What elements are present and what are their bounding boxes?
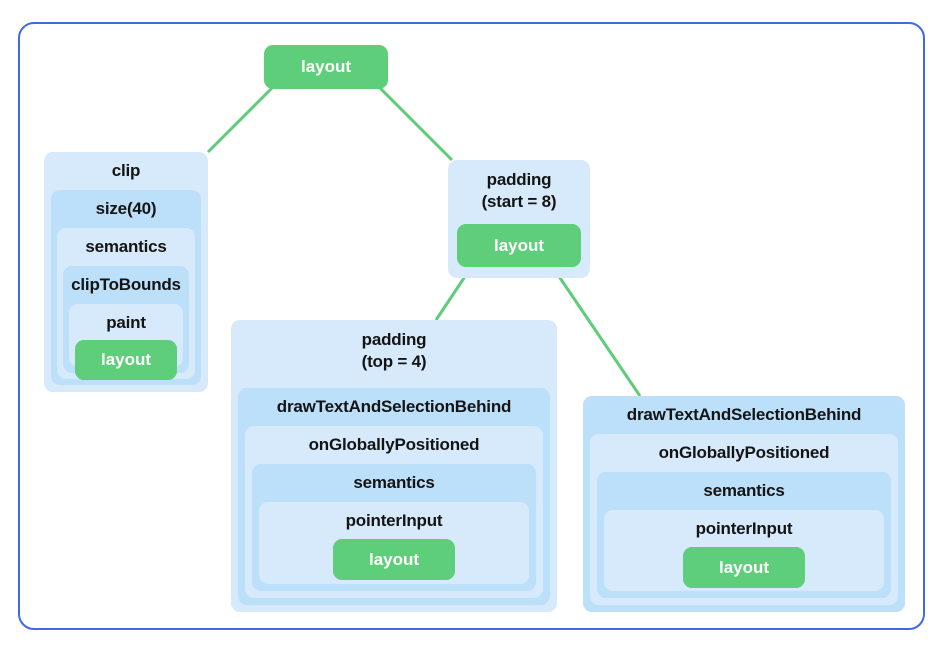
node-pointerinput-right[interactable]: pointerInput layout bbox=[604, 510, 884, 591]
node-label: drawTextAndSelectionBehind bbox=[626, 405, 862, 424]
node-size40[interactable]: size(40) semantics clipToBounds paint la… bbox=[51, 190, 201, 385]
node-label: layout bbox=[300, 57, 352, 76]
node-cliptobounds-label: clipToBounds bbox=[71, 275, 181, 294]
node-label: layout bbox=[718, 557, 770, 577]
node-paint-label: paint bbox=[106, 313, 146, 332]
node-label: semantics bbox=[353, 473, 435, 492]
node-label: onGloballyPositioned bbox=[308, 435, 480, 454]
node-clip-leaf-layout[interactable]: layout bbox=[75, 340, 177, 380]
node-semantics[interactable]: semantics clipToBounds paint layout bbox=[57, 228, 195, 380]
node-semantics-mid[interactable]: semantics pointerInput layout bbox=[252, 464, 536, 591]
node-label: pointerInput bbox=[345, 511, 443, 530]
node-padding-top-leaf-layout[interactable]: layout bbox=[333, 539, 455, 580]
node-drawtextandselectionbehind-right[interactable]: drawTextAndSelectionBehind onGloballyPos… bbox=[583, 396, 905, 612]
node-size40-label: size(40) bbox=[95, 199, 157, 218]
node-label: layout bbox=[493, 235, 545, 255]
node-text-right-leaf-layout[interactable]: layout bbox=[683, 547, 805, 588]
node-label: drawTextAndSelectionBehind bbox=[276, 397, 512, 416]
node-drawtextandselectionbehind-mid[interactable]: drawTextAndSelectionBehind onGloballyPos… bbox=[238, 388, 550, 605]
node-label: onGloballyPositioned bbox=[658, 443, 830, 462]
node-pointerinput-mid[interactable]: pointerInput layout bbox=[259, 502, 529, 584]
node-clip[interactable]: clip size(40) semantics clipToBounds pai… bbox=[44, 152, 208, 392]
node-padding-top[interactable]: padding (top = 4) drawTextAndSelectionBe… bbox=[231, 320, 557, 612]
node-padding-start-leaf-layout[interactable]: layout bbox=[457, 224, 581, 267]
node-label: semantics bbox=[703, 481, 785, 500]
node-clip-label: clip bbox=[111, 161, 141, 180]
node-paint[interactable]: paint layout bbox=[69, 304, 183, 380]
node-label: pointerInput bbox=[695, 519, 793, 538]
node-ongloballypositioned-right[interactable]: onGloballyPositioned semantics pointerIn… bbox=[590, 434, 898, 605]
node-semantics-right[interactable]: semantics pointerInput layout bbox=[597, 472, 891, 598]
node-semantics-label: semantics bbox=[85, 237, 167, 256]
node-label: layout bbox=[100, 350, 152, 369]
node-cliptobounds[interactable]: clipToBounds paint layout bbox=[63, 266, 189, 380]
node-padding-top-label: padding (top = 4) bbox=[361, 330, 427, 371]
node-padding-start-label: padding (start = 8) bbox=[481, 170, 557, 211]
diagram-frame-border bbox=[18, 22, 925, 630]
node-root-layout[interactable]: layout bbox=[264, 45, 388, 89]
node-padding-start[interactable]: padding (start = 8) layout bbox=[448, 160, 590, 278]
node-ongloballypositioned-mid[interactable]: onGloballyPositioned semantics pointerIn… bbox=[245, 426, 543, 598]
node-label: layout bbox=[368, 549, 420, 569]
